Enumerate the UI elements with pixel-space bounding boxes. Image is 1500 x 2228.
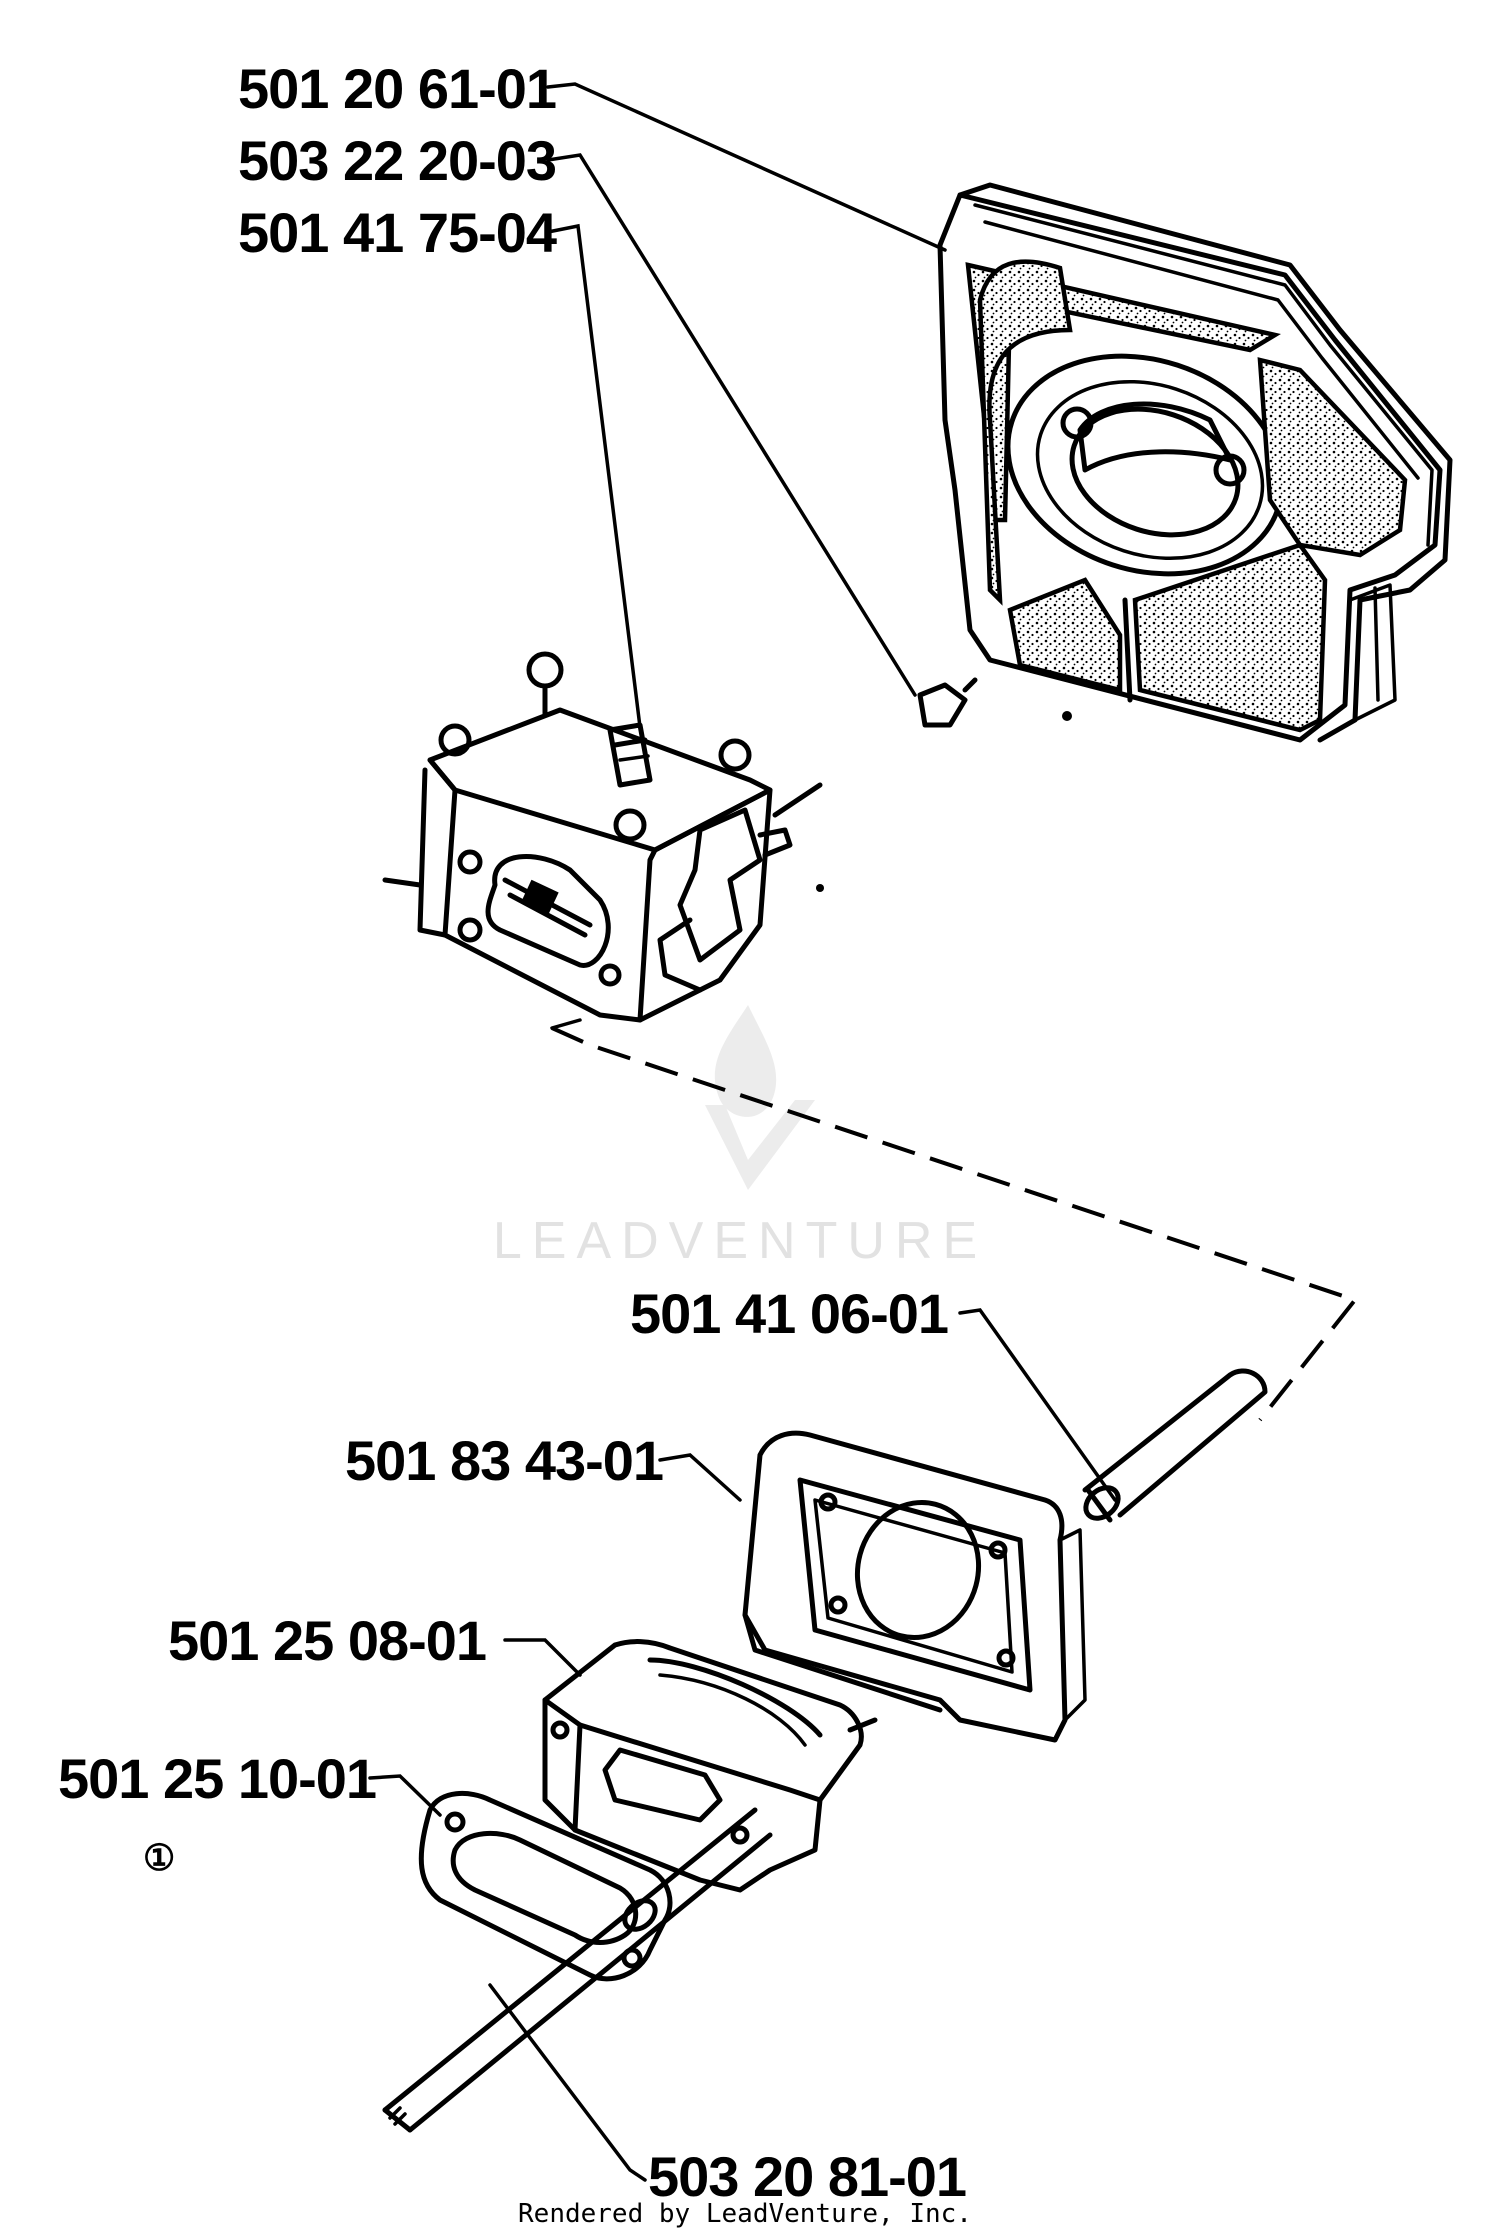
leader-p5 (658, 1453, 742, 1502)
long-stud-drawing (382, 1807, 773, 2133)
leader-p7 (368, 1774, 442, 1817)
intake-flange-drawing (742, 1430, 1087, 1743)
leader-p6 (503, 1638, 582, 1677)
flame-logo-icon (705, 1005, 815, 1190)
part-label-p2: 503 22 20-03 (238, 129, 556, 192)
gasket-drawing (418, 1790, 673, 1982)
note-marker-circled-one: ① (143, 1837, 175, 1878)
part-labels: 501 20 61-01 503 22 20-03 501 41 75-04 5… (58, 57, 967, 2208)
leader-p4 (958, 1308, 1117, 1502)
footer-credit: Rendered by LeadVenture, Inc. (518, 2199, 972, 2228)
air-filter-drawing (937, 182, 1453, 743)
part-label-p1: 501 20 61-01 (238, 57, 556, 120)
part-label-p3: 501 41 75-04 (238, 201, 557, 264)
leadventure-watermark: LEADVENTURE (493, 1005, 987, 1270)
leader-p3 (546, 223, 642, 729)
leader-p2 (546, 153, 917, 697)
part-label-p7: 501 25 10-01 (58, 1747, 376, 1810)
watermark-text: LEADVENTURE (493, 1212, 987, 1270)
leader-p8 (488, 1983, 647, 2182)
insulator-block-drawing (542, 1639, 878, 1893)
leader-p1 (546, 82, 947, 252)
part-label-p8: 503 20 81-01 (648, 2145, 966, 2208)
part-label-p5: 501 83 43-01 (345, 1429, 663, 1492)
part-label-p4: 501 41 06-01 (630, 1282, 948, 1345)
assembly-centerline (551, 1026, 1359, 1422)
guide-pin-drawing (1082, 1368, 1268, 1523)
leader-lines (368, 82, 1117, 2182)
part-label-p6: 501 25 08-01 (168, 1609, 486, 1672)
carburetor-drawing (382, 651, 824, 1023)
screw-drawing (917, 677, 1072, 728)
